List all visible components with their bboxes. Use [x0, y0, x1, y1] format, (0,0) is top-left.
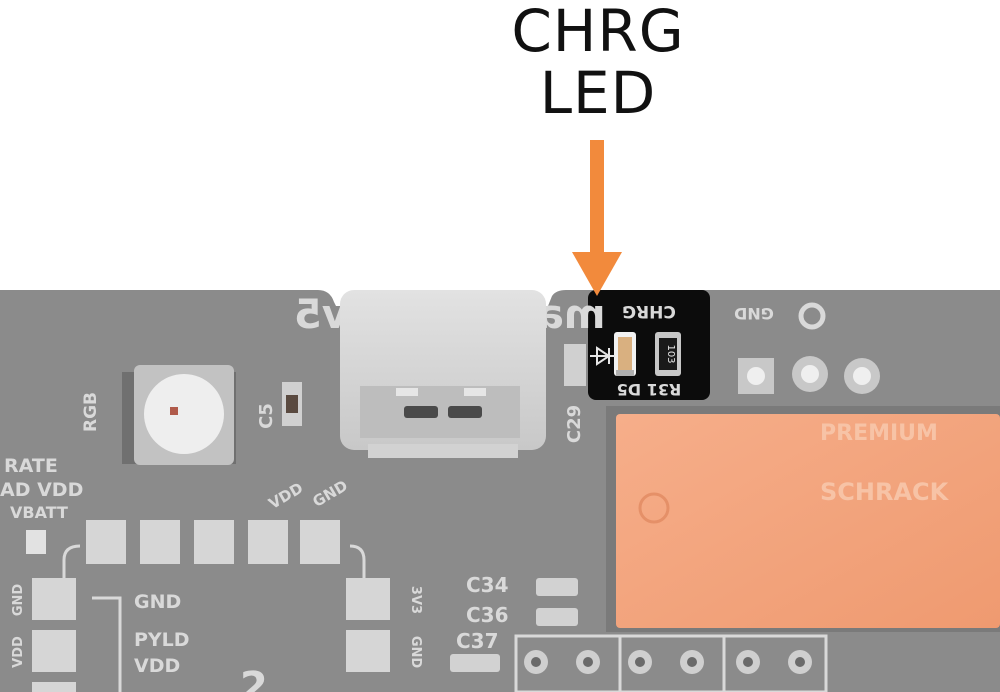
chrg-silk-label: CHRG [622, 301, 676, 321]
rate-label: RATE [4, 455, 58, 477]
3v3-label: 3V3 [408, 586, 423, 614]
vbatt-pad [26, 530, 46, 554]
big-digit: 2 [240, 664, 268, 692]
left-pad-1 [32, 578, 76, 620]
gnd-mid-label: GND [134, 591, 181, 613]
right-pad-1 [346, 578, 390, 620]
c36-label: C36 [466, 603, 509, 627]
header-pads [738, 356, 880, 394]
c34-capacitor [536, 578, 578, 596]
resistor-103: 103 [655, 332, 681, 376]
refdes-label: R31 D5 [617, 380, 682, 399]
callout-label: CHRG LED [498, 0, 698, 124]
vbatt-label: VBATT [10, 503, 68, 522]
silk-bracket [92, 596, 122, 692]
c37-capacitor [450, 654, 500, 672]
left-pad-3 [32, 682, 76, 692]
callout-line-2: LED [539, 59, 657, 127]
left-pad-2 [32, 630, 76, 672]
diode-symbol [590, 346, 615, 366]
vdd-left-label: VDD [11, 636, 26, 668]
c36-capacitor [536, 608, 578, 626]
usb-c-connector [340, 290, 546, 458]
bottom-header [514, 634, 828, 692]
rgb-label: RGB [81, 392, 101, 432]
gnd-top-label: GND [734, 304, 774, 323]
c29-capacitor [564, 344, 586, 386]
rgb-led [122, 365, 236, 465]
resistor-code: 103 [665, 344, 676, 363]
c5-label: C5 [256, 403, 277, 429]
c34-label: C34 [466, 573, 509, 597]
gnd-pad [798, 302, 826, 330]
pad-row [86, 520, 340, 564]
pyld-label: PYLD [134, 629, 190, 651]
c37-label: C37 [456, 629, 499, 653]
vdd-mid-label: VDD [134, 655, 180, 677]
gnd-left-label: GND [11, 584, 26, 617]
right-pad-2 [346, 630, 390, 672]
callout-line-1: CHRG [511, 0, 685, 65]
chrg-led [614, 332, 636, 376]
relay-brand-2: SCHRACK [820, 478, 950, 506]
ad-vdd-label: AD VDD [0, 479, 83, 501]
relay-brand: PREMIUM [820, 421, 938, 446]
gnd-right-label: GND [408, 636, 423, 669]
c29-label: C29 [564, 405, 585, 443]
arrow-icon [572, 140, 622, 296]
module-outline [62, 544, 366, 578]
c5-body [286, 395, 298, 413]
relay: PREMIUM SCHRACK [606, 406, 1000, 632]
